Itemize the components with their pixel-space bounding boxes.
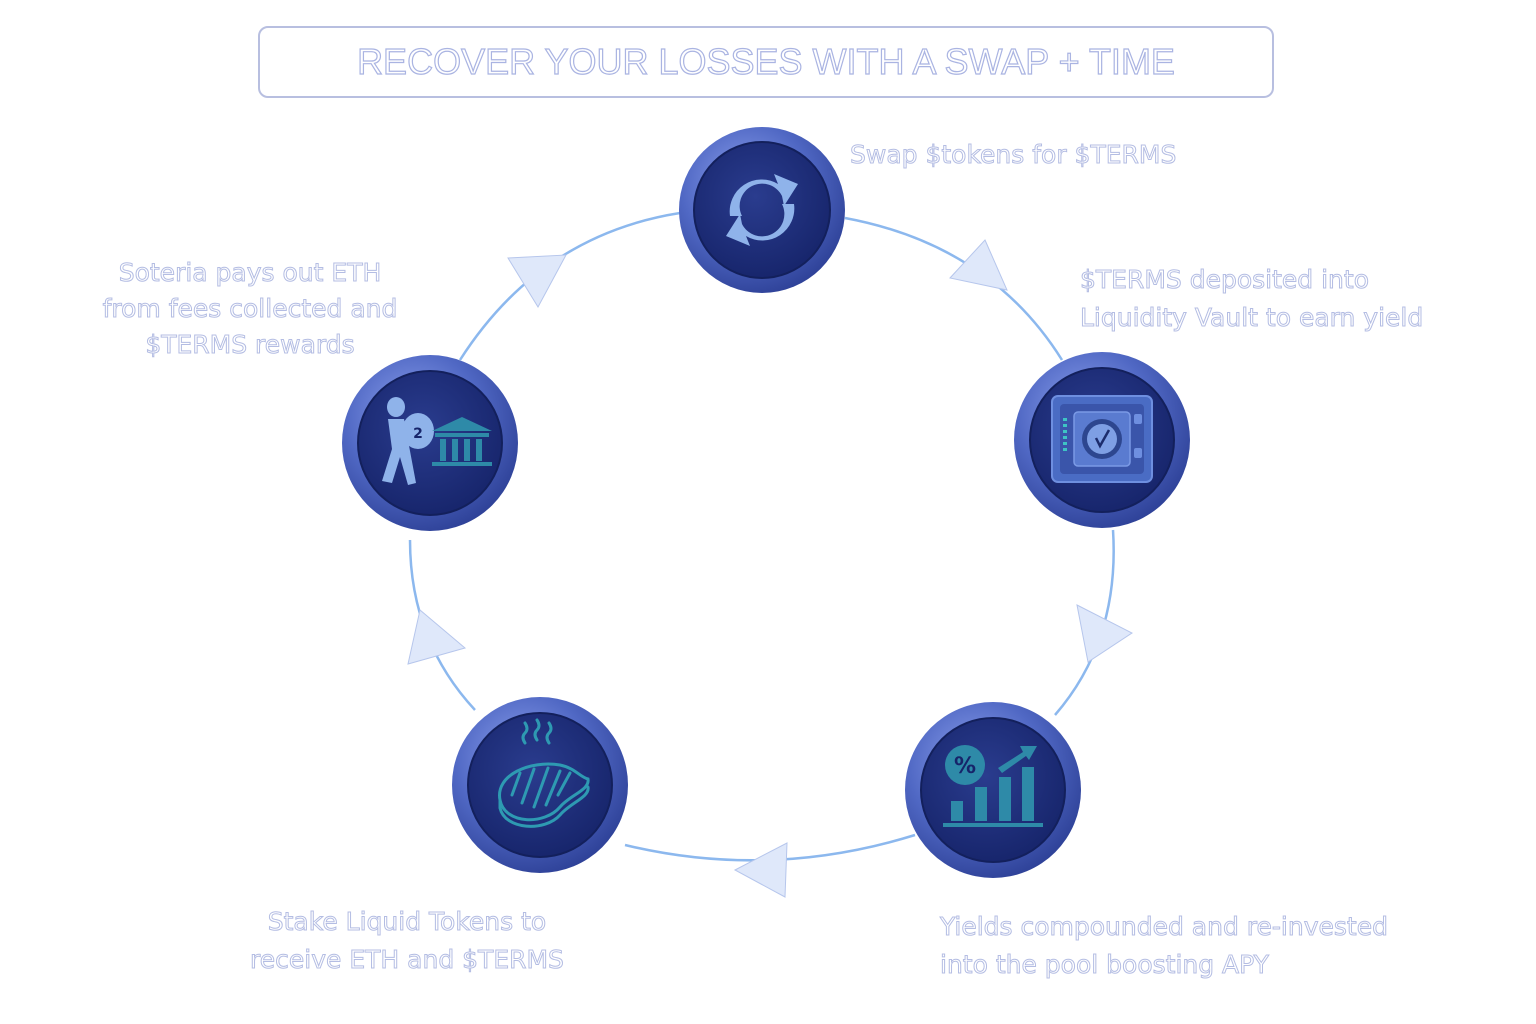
growth-chart-percent-icon: % bbox=[943, 745, 1043, 827]
step-stake-label: Stake Liquid Tokens to receive ETH and $… bbox=[222, 903, 592, 979]
label-line: $TERMS deposited into bbox=[1079, 265, 1370, 295]
step-compound-node[interactable]: % bbox=[905, 702, 1081, 878]
arrowhead-5 bbox=[507, 254, 567, 309]
arrowhead-4 bbox=[407, 609, 467, 665]
person-bank-icon: 2 bbox=[382, 397, 492, 485]
label-line: Soteria pays out ETH bbox=[118, 258, 382, 288]
label-line: $TERMS rewards bbox=[145, 330, 355, 360]
refresh-icon bbox=[726, 174, 798, 246]
step-swap-label: Swap $tokens for $TERMS bbox=[849, 136, 1177, 174]
step-swap-node[interactable] bbox=[679, 127, 845, 293]
svg-text:%: % bbox=[954, 754, 976, 779]
arrowhead-3 bbox=[733, 842, 788, 898]
bank-icon bbox=[432, 417, 492, 466]
arrowheads bbox=[407, 239, 1133, 898]
step-compound-label: Yields compounded and re-invested into t… bbox=[940, 908, 1389, 984]
label-line: from fees collected and bbox=[102, 294, 398, 324]
step-vault-label: $TERMS deposited into Liquidity Vault to… bbox=[1079, 261, 1424, 337]
arrowhead-1 bbox=[949, 239, 1008, 291]
vault-safe-icon bbox=[1051, 395, 1153, 483]
steak-icon bbox=[498, 718, 590, 828]
step-stake-node[interactable] bbox=[452, 697, 628, 873]
arrowhead-2 bbox=[1076, 604, 1133, 663]
connector-swap-to-vault bbox=[844, 216, 1064, 361]
step-payout-label: Soteria pays out ETH from fees collected… bbox=[80, 255, 420, 363]
label-line: receive ETH and $TERMS bbox=[250, 945, 565, 975]
svg-text:2: 2 bbox=[413, 426, 423, 442]
step-vault-node[interactable] bbox=[1014, 352, 1190, 528]
label-line: Swap $tokens for $TERMS bbox=[849, 140, 1177, 170]
label-line: Stake Liquid Tokens to bbox=[267, 907, 547, 937]
label-line: Yields compounded and re-invested bbox=[940, 912, 1389, 942]
diagram-title: RECOVER YOUR LOSSES WITH A SWAP + TIME bbox=[356, 40, 1175, 82]
title-box: RECOVER YOUR LOSSES WITH A SWAP + TIME bbox=[258, 26, 1274, 98]
connector-payout-to-swap bbox=[458, 211, 681, 361]
label-line: into the pool boosting APY bbox=[940, 950, 1270, 980]
person-carrying-bag-icon: 2 bbox=[382, 397, 434, 485]
step-payout-node[interactable]: 2 bbox=[342, 355, 518, 531]
label-line: Liquidity Vault to earn yield bbox=[1079, 303, 1424, 333]
